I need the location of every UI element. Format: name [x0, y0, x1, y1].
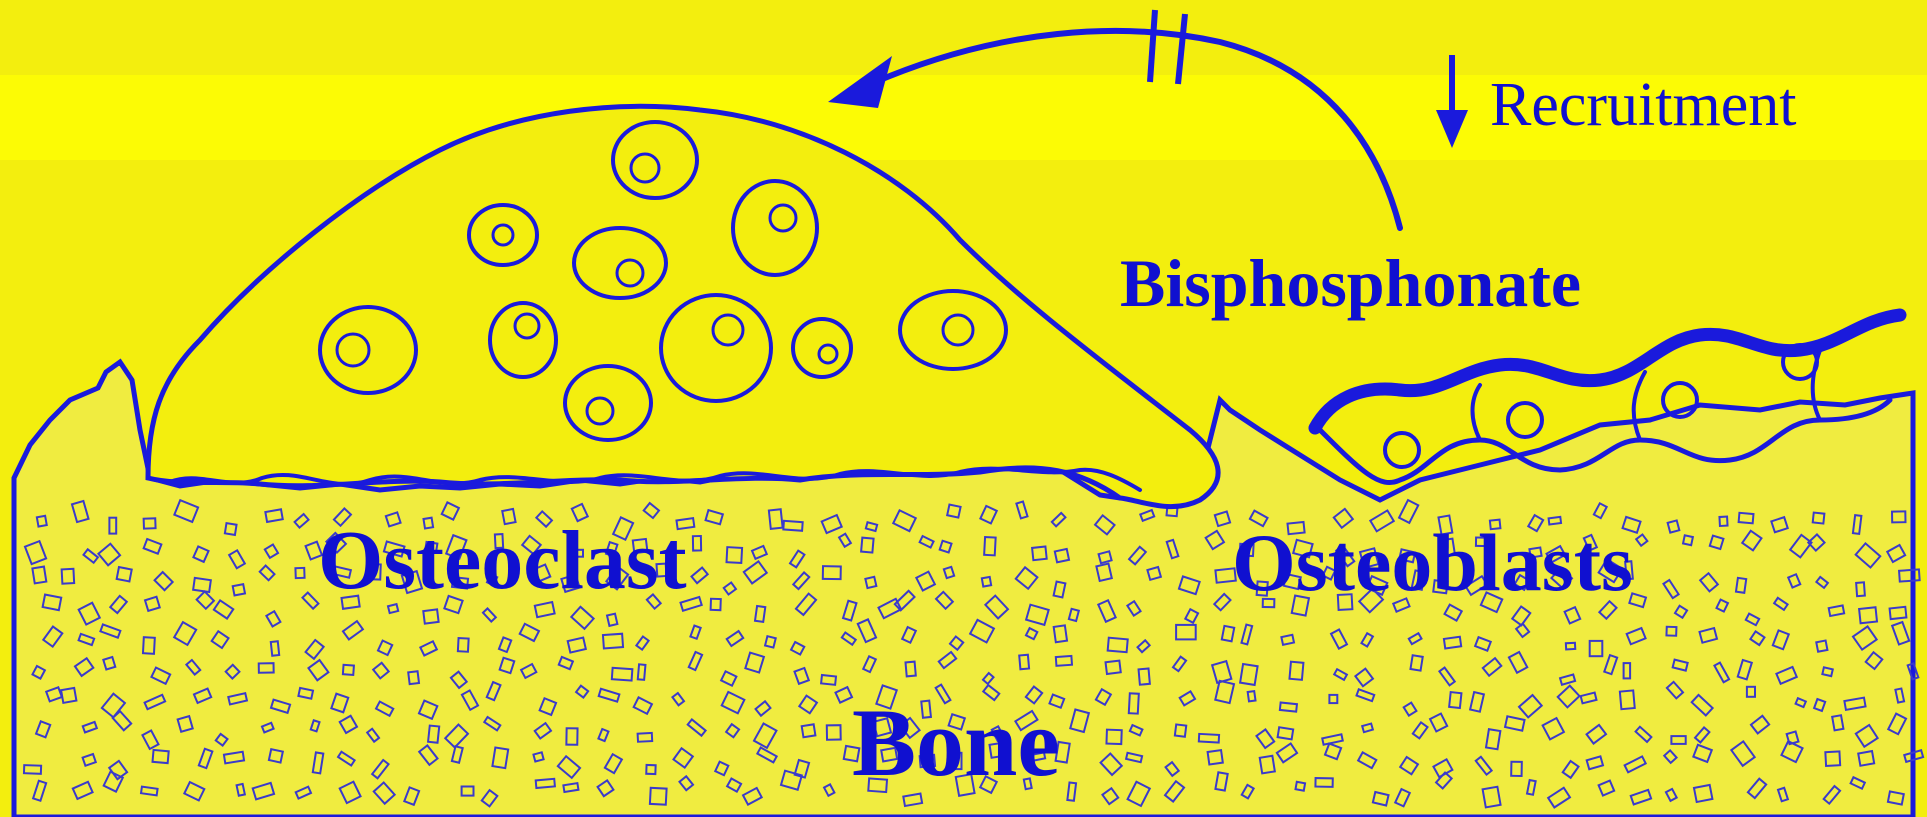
- bisphosphonate-label: Bisphosphonate: [1120, 245, 1581, 321]
- recruitment-label: Recruitment: [1490, 71, 1796, 139]
- bone-label: Bone: [852, 689, 1060, 796]
- osteoclast-label: Osteoclast: [318, 514, 687, 607]
- osteoblasts-label: Osteoblasts: [1232, 517, 1633, 608]
